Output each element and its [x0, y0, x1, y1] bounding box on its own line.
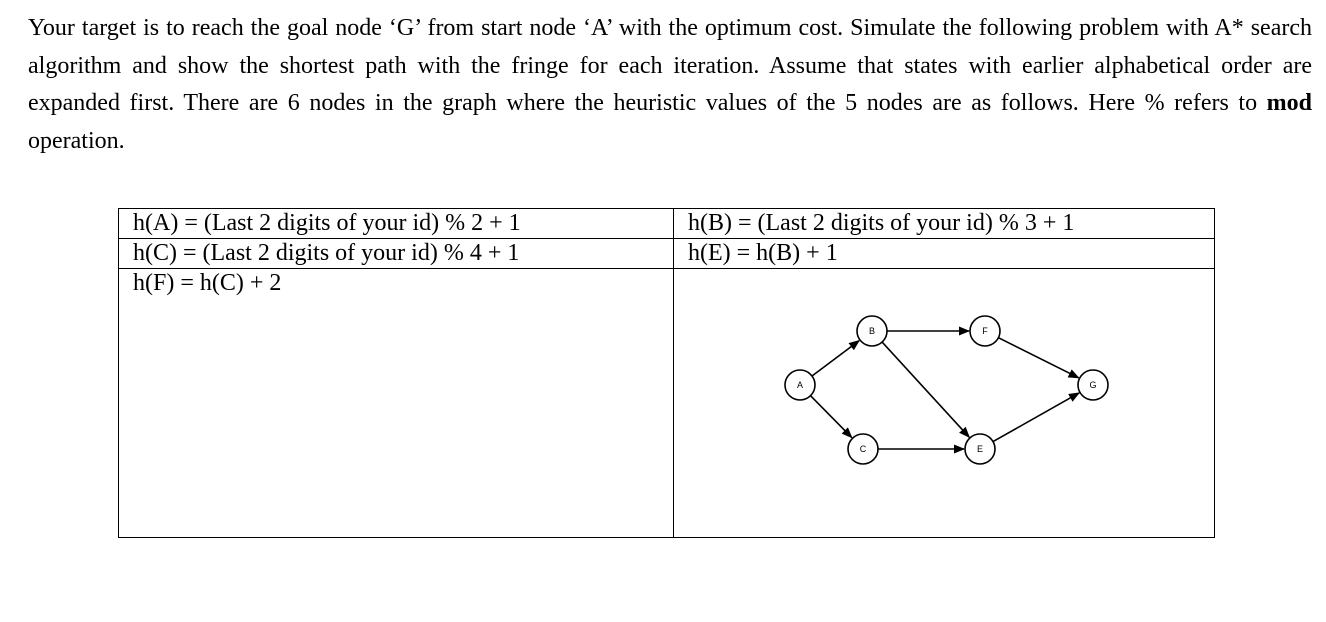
- heuristic-b: h(B) = (Last 2 digits of your id) % 3 + …: [673, 208, 1215, 239]
- node-f: F: [969, 315, 1001, 347]
- problem-text: Your target is to reach the goal node ‘G…: [28, 15, 1312, 116]
- heuristic-c: h(C) = (Last 2 digits of your id) % 4 + …: [118, 238, 674, 269]
- node-label: C: [860, 444, 867, 454]
- edge-a-c: [809, 395, 853, 439]
- node-label: E: [977, 444, 983, 454]
- mod-keyword: mod: [1266, 90, 1312, 116]
- heuristic-f: h(F) = h(C) + 2: [118, 268, 674, 538]
- edge-e-g: [992, 392, 1081, 443]
- node-circle: [964, 433, 996, 465]
- edge-f-g: [998, 336, 1080, 379]
- graph-nodes: A B C E F G: [784, 315, 1109, 465]
- table-row: h(C) = (Last 2 digits of your id) % 4 + …: [118, 238, 1215, 269]
- problem-text-end: operation.: [28, 127, 125, 154]
- graph-cell: A B C E F G: [673, 268, 1215, 538]
- edge-b-e: [881, 341, 970, 439]
- table-row: h(F) = h(C) + 2 A B C E F G: [118, 268, 1215, 538]
- node-label: B: [869, 326, 875, 336]
- node-g: G: [1077, 369, 1109, 401]
- search-graph: A B C E F G: [784, 315, 1109, 465]
- node-b: B: [856, 315, 888, 347]
- node-circle: [856, 315, 888, 347]
- node-e: E: [964, 433, 996, 465]
- node-circle: [784, 369, 816, 401]
- heuristic-a: h(A) = (Last 2 digits of your id) % 2 + …: [118, 208, 674, 239]
- edge-a-b: [811, 339, 861, 377]
- node-circle: [847, 433, 879, 465]
- node-label: A: [797, 380, 803, 390]
- node-label: G: [1089, 380, 1096, 390]
- heuristics-table: h(A) = (Last 2 digits of your id) % 2 + …: [118, 208, 1215, 538]
- heuristic-e: h(E) = h(B) + 1: [673, 238, 1215, 269]
- node-label: F: [982, 326, 988, 336]
- node-c: C: [847, 433, 879, 465]
- graph-edges: [809, 326, 1081, 454]
- node-circle: [969, 315, 1001, 347]
- table-row: h(A) = (Last 2 digits of your id) % 2 + …: [118, 208, 1215, 239]
- node-circle: [1077, 369, 1109, 401]
- node-a: A: [784, 369, 816, 401]
- problem-statement: Your target is to reach the goal node ‘G…: [28, 10, 1312, 160]
